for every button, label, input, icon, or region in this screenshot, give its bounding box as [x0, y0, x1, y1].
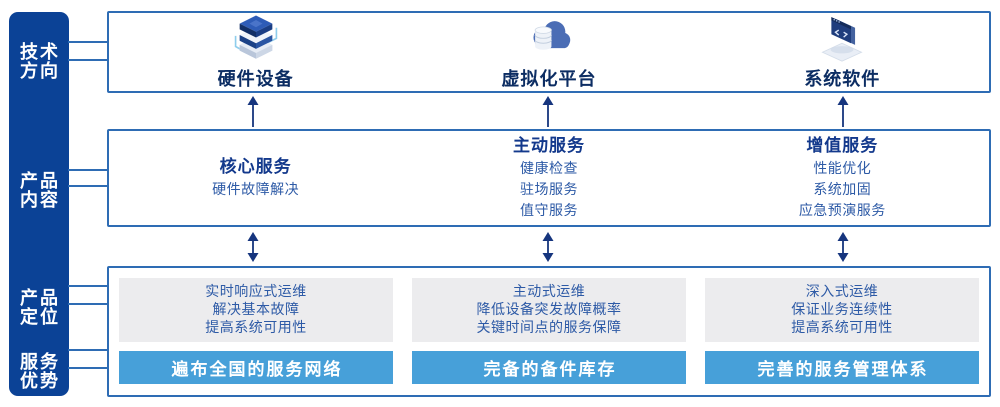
sidebar-label-line: 服务 [20, 352, 60, 373]
service-item: 系统加固 [813, 181, 872, 198]
positioning-box: 实时响应式运维 解决基本故障 提高系统可用性 遍布全国的服务网络 主动式运维 降… [107, 266, 991, 397]
positioning-panel: 深入式运维 保证业务连续性 提高系统可用性 [705, 278, 979, 342]
panel-line: 深入式运维 [805, 284, 879, 300]
panel-line: 提高系统可用性 [791, 320, 893, 336]
tech-column-virtualization: 虚拟化平台 [402, 13, 695, 91]
sidebar-label-line: 定位 [20, 307, 60, 328]
service-item: 性能优化 [813, 160, 872, 177]
connector-line [68, 169, 108, 171]
panel-line: 关键时间点的服务保障 [476, 320, 622, 336]
tech-column-hardware: 硬件设备 [109, 13, 402, 91]
connector-line [68, 285, 108, 287]
positioning-column-proactive: 主动式运维 降低设备突发故障概率 关键时间点的服务保障 完备的备件库存 [412, 278, 686, 384]
connector-line [68, 367, 108, 369]
positioning-column-indepth: 深入式运维 保证业务连续性 提高系统可用性 完善的服务管理体系 [705, 278, 979, 384]
up-arrow-icon [247, 96, 259, 127]
panel-line: 降低设备突发故障概率 [476, 302, 622, 318]
sidebar-label-service-advantage: 服务 优势 [9, 353, 69, 391]
service-heading: 增值服务 [806, 135, 879, 156]
category-sidebar: 技术 方向 产品 内容 产品 定位 服务 优势 [9, 12, 69, 396]
connector-line [68, 185, 108, 187]
server-stack-icon [234, 15, 277, 59]
panel-line: 提高系统可用性 [205, 320, 307, 336]
positioning-panel: 实时响应式运维 解决基本故障 提高系统可用性 [119, 278, 393, 342]
double-arrow-icon [247, 232, 259, 262]
tech-label: 硬件设备 [217, 69, 294, 90]
sidebar-label-line: 产品 [20, 171, 60, 192]
sidebar-label-product-content: 产品 内容 [9, 172, 69, 210]
advantage-bar-label: 完备的备件库存 [483, 360, 617, 380]
advantage-bar-label: 完善的服务管理体系 [757, 360, 929, 380]
service-item: 应急预演服务 [798, 202, 886, 219]
up-arrow-icon [837, 96, 849, 127]
software-window-icon [821, 17, 863, 62]
connector-line [68, 349, 108, 351]
double-arrow-icon [542, 232, 554, 262]
service-column-value-added: 增值服务 性能优化 系统加固 应急预演服务 [696, 131, 989, 225]
tech-direction-box: 硬件设备 虚拟化平台 [107, 11, 991, 93]
sidebar-label-line: 优势 [20, 371, 60, 392]
sidebar-label-tech-direction: 技术 方向 [9, 43, 69, 81]
tech-column-system-software: 系统软件 [696, 13, 989, 91]
advantage-bar: 完善的服务管理体系 [705, 351, 979, 384]
tech-label: 虚拟化平台 [501, 69, 597, 90]
cloud-database-icon [533, 21, 571, 50]
double-arrow-icon [837, 232, 849, 262]
panel-line: 保证业务连续性 [791, 302, 893, 318]
tech-label: 系统软件 [804, 69, 881, 90]
product-content-box: 核心服务 硬件故障解决 主动服务 健康检查 驻场服务 值守服务 增值服务 性能优… [107, 129, 991, 227]
service-item: 值守服务 [519, 202, 578, 219]
service-heading: 主动服务 [512, 135, 585, 156]
connector-line [68, 41, 108, 43]
positioning-panel: 主动式运维 降低设备突发故障概率 关键时间点的服务保障 [412, 278, 686, 342]
service-column-proactive: 主动服务 健康检查 驻场服务 值守服务 [402, 131, 695, 225]
connector-line [68, 59, 108, 61]
advantage-bar: 遍布全国的服务网络 [119, 351, 393, 384]
sidebar-label-product-positioning: 产品 定位 [9, 289, 69, 327]
service-item: 健康检查 [519, 160, 578, 177]
connector-line [68, 303, 108, 305]
sidebar-label-line: 产品 [20, 288, 60, 309]
service-column-core: 核心服务 硬件故障解决 [109, 131, 402, 225]
service-item: 硬件故障解决 [212, 181, 300, 198]
panel-line: 主动式运维 [512, 284, 586, 300]
positioning-column-realtime: 实时响应式运维 解决基本故障 提高系统可用性 遍布全国的服务网络 [119, 278, 393, 384]
sidebar-label-line: 技术 [20, 42, 60, 63]
sidebar-label-line: 内容 [20, 190, 60, 211]
up-arrow-icon [542, 96, 554, 127]
service-heading: 核心服务 [219, 156, 292, 177]
service-item: 驻场服务 [519, 181, 578, 198]
advantage-bar: 完备的备件库存 [412, 351, 686, 384]
panel-line: 解决基本故障 [212, 302, 300, 318]
panel-line: 实时响应式运维 [205, 284, 307, 300]
sidebar-label-line: 方向 [20, 61, 60, 82]
advantage-bar-label: 遍布全国的服务网络 [171, 360, 343, 380]
